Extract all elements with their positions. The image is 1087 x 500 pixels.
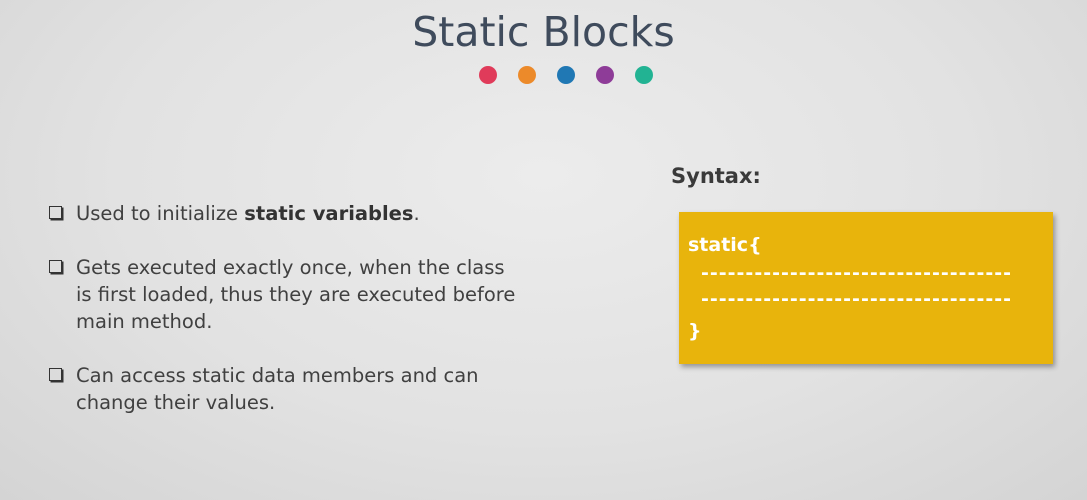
dot-blue xyxy=(557,66,575,84)
checkbox-bullet-icon xyxy=(49,368,62,381)
code-line-close: } xyxy=(688,320,702,342)
slide-title: Static Blocks xyxy=(412,8,675,56)
bullet-text-pre: Used to initialize xyxy=(76,202,245,225)
syntax-code-box: static{ --------------------------------… xyxy=(679,212,1053,364)
bullet-text: Gets executed exactly once, when the cla… xyxy=(76,256,516,333)
checkbox-bullet-icon xyxy=(49,260,62,273)
bullet-item: Used to initialize static variables. xyxy=(46,200,516,227)
dot-red xyxy=(479,66,497,84)
bullet-text-bold: static variables xyxy=(244,202,414,225)
bullet-item: Gets executed exactly once, when the cla… xyxy=(46,254,516,335)
syntax-label: Syntax: xyxy=(671,164,761,188)
bullet-list: Used to initialize static variables. Get… xyxy=(46,200,516,416)
dot-orange xyxy=(518,66,536,84)
code-line-placeholder: ----------------------------------------… xyxy=(701,262,1011,284)
bullet-item: Can access static data members and can c… xyxy=(46,362,516,416)
code-line-open: static{ xyxy=(688,234,762,256)
dot-teal xyxy=(635,66,653,84)
decorative-dots xyxy=(479,66,653,84)
code-line-placeholder: ----------------------------------------… xyxy=(701,288,1011,310)
dot-purple xyxy=(596,66,614,84)
checkbox-bullet-icon xyxy=(49,206,62,219)
bullet-text-post: . xyxy=(413,202,420,225)
bullet-text: Can access static data members and can c… xyxy=(76,364,479,414)
